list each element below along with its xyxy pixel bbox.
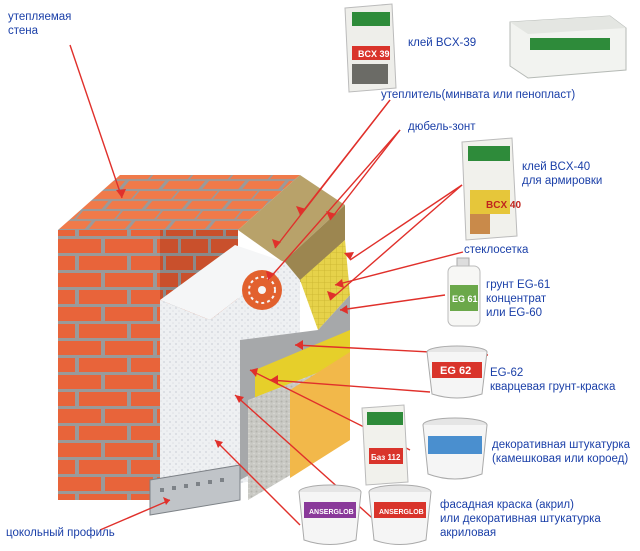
label-insulation: утеплитель(минвата или пенопласт) xyxy=(381,89,576,101)
label-dowel: дюбель-зонт xyxy=(408,121,476,133)
label-primer-line1: грунт EG-61 xyxy=(486,279,551,291)
label-wall-line1: утепляемая xyxy=(8,11,72,23)
product-bucket-plaster xyxy=(422,417,488,480)
product-bag-bcx39: BCX 39 xyxy=(344,3,397,93)
label-paint: фасадная краска (акрил) или декоративная… xyxy=(440,498,601,540)
label-paint-line2: или декоративная штукатурка xyxy=(440,513,601,525)
product-bucket-paint-1: ANSERGLOB xyxy=(298,484,362,545)
base-profile xyxy=(149,464,241,516)
bag2-text: BCX 40 xyxy=(486,200,521,211)
product-bag-bcx40: BCX 40 xyxy=(461,137,521,241)
label-glue-bcx39: клей BCX-39 xyxy=(408,37,477,49)
bag1-text: BCX 39 xyxy=(358,49,390,59)
label-wall-line2: стена xyxy=(8,25,39,37)
label-plaster-line1: декоративная штукатурка xyxy=(492,439,631,451)
label-eg62-line2: кварцевая грунт-краска xyxy=(490,381,616,393)
label-plaster-line2: (камешковая или короед) xyxy=(492,453,629,465)
bottle-text: EG 61 xyxy=(452,294,478,304)
insulation-board-top xyxy=(160,245,285,320)
callout-arrows xyxy=(69,44,489,531)
label-paint-line1: фасадная краска (акрил) xyxy=(440,499,574,511)
label-mesh: стеклосетка xyxy=(464,244,529,256)
label-glue-bcx40-line1: клей BCX-40 xyxy=(522,161,591,173)
label-eg62-line1: EG-62 xyxy=(490,367,524,379)
insulation-board-front xyxy=(160,300,210,500)
label-glue-bcx40-line2: для армировки xyxy=(522,175,603,187)
product-bucket-paint-2: ANSERGLOB xyxy=(368,484,432,545)
label-glue-bcx40: клей BCX-40 для армировки xyxy=(522,160,602,188)
brand-text-1: ANSERGLOB xyxy=(309,509,354,516)
product-bottle-eg61: EG 61 xyxy=(447,257,481,327)
label-primer: грунт EG-61 концентрат или EG-60 xyxy=(486,278,550,320)
bag3-text: Баз 112 xyxy=(371,453,401,462)
product-bag-112: Баз 112 xyxy=(361,404,409,486)
product-bucket-eg62: EG 62 xyxy=(426,345,488,399)
label-base-profile: цокольный профиль xyxy=(6,527,115,539)
label-primer-line2: концентрат xyxy=(486,293,547,305)
brand-text-2: ANSERGLOB xyxy=(379,509,424,516)
paint-layer xyxy=(290,352,350,478)
label-primer-line3: или EG-60 xyxy=(486,307,542,319)
mesh-layer xyxy=(300,240,350,330)
product-foam-box xyxy=(509,15,627,79)
brick-wall-front xyxy=(58,230,160,500)
mineral-wool-side xyxy=(283,205,345,298)
label-plaster: декоративная штукатурка (камешковая или … xyxy=(492,438,630,466)
mineral-wool-layer xyxy=(238,175,345,262)
bucket1-text: EG 62 xyxy=(440,365,471,377)
label-paint-line3: акриловая xyxy=(440,527,497,539)
dowel-umbrella xyxy=(242,270,282,310)
label-eg62: EG-62 кварцевая грунт-краска xyxy=(490,366,615,394)
label-wall: утепляемая стена xyxy=(8,10,71,38)
